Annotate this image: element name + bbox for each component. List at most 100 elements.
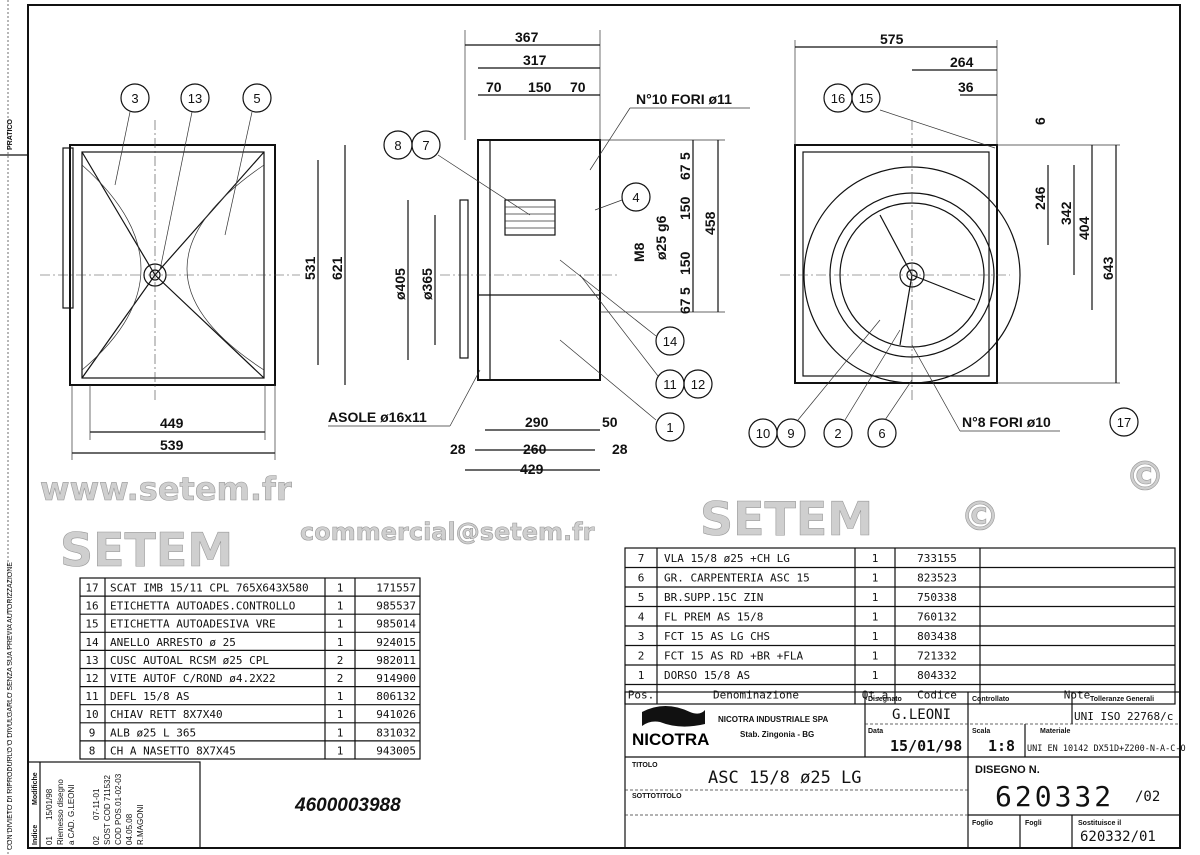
svg-text:Riemesso disegno: Riemesso disegno: [56, 779, 65, 845]
side-view: 367 317 70 150 70 ø405 ø365 290 260 429 …: [328, 29, 750, 477]
svg-text:R.MAGONI: R.MAGONI: [136, 805, 145, 845]
svg-text:Disegnato: Disegnato: [868, 696, 902, 703]
cell-code: 982011: [376, 654, 416, 667]
dim-label: 531: [302, 256, 318, 280]
svg-text:14: 14: [663, 334, 677, 349]
cell-code: 985537: [376, 600, 416, 613]
dim-label: 5: [677, 287, 693, 295]
balloon: 5: [242, 83, 272, 113]
revisions-block: Indice Modifiche: [27, 761, 201, 849]
cell-pos: 14: [85, 636, 99, 649]
cell-qty: 1: [872, 650, 879, 663]
cell-qty: 1: [872, 669, 879, 682]
balloon: 17: [1109, 407, 1139, 437]
dim-label: 246: [1032, 186, 1048, 210]
cell-qty: 1: [872, 591, 879, 604]
part-number: 4600003988: [294, 795, 401, 816]
balloon: 15: [851, 83, 881, 113]
dim-label: 150: [528, 79, 552, 95]
cell-pos: 3: [638, 630, 645, 643]
cell-pos: 13: [85, 654, 98, 667]
svg-text:8: 8: [394, 138, 401, 153]
svg-text:Foglio: Foglio: [972, 820, 993, 827]
svg-text:TITOLO: TITOLO: [632, 762, 658, 769]
cell-pos: 5: [638, 591, 645, 604]
dim-label: 575: [880, 31, 904, 47]
balloon: 2: [823, 418, 853, 448]
cell-pos: 1: [638, 669, 645, 682]
svg-text:Scala: Scala: [972, 728, 990, 735]
svg-text:01: 01: [45, 836, 54, 845]
dim-label: 150: [677, 196, 693, 220]
cell-code: 831032: [376, 726, 416, 739]
revision: /02: [1135, 789, 1160, 805]
svg-text:10: 10: [756, 426, 770, 441]
cell-pos: 17: [85, 582, 98, 595]
svg-text:a CAD. G.LEONI: a CAD. G.LEONI: [67, 785, 76, 845]
dim-label: 264: [950, 54, 974, 70]
svg-text:15/01/98: 15/01/98: [45, 788, 54, 820]
dim-label: 28: [450, 441, 466, 457]
watermark-copyright: ©: [960, 494, 1000, 540]
svg-text:Indice: Indice: [32, 825, 39, 845]
svg-text:3: 3: [131, 91, 138, 106]
cell-desc: FCT 15 AS RD +BR +FLA: [664, 650, 803, 663]
dim-label: 6: [1032, 117, 1048, 125]
cell-pos: 10: [85, 708, 98, 721]
cell-code: 943005: [376, 744, 416, 757]
copyright-note: CON DIVIETO DI RIPRODURLO O DIVULGARLO S…: [7, 562, 14, 850]
cell-desc: DEFL 15/8 AS: [110, 690, 189, 703]
cell-code: 721332: [917, 650, 957, 663]
cell-qty: 1: [337, 690, 344, 703]
svg-text:SOST COD 711532: SOST COD 711532: [103, 774, 112, 845]
svg-text:Sostituisce il: Sostituisce il: [1078, 820, 1121, 827]
cell-code: 941026: [376, 708, 416, 721]
cell-desc: ALB ø25 L 365: [110, 726, 196, 739]
dim-label: 5: [677, 152, 693, 160]
svg-text:02: 02: [92, 836, 101, 845]
dim-label: 70: [486, 79, 502, 95]
svg-text:4: 4: [632, 190, 639, 205]
cell-desc: CH A NASETTO 8X7X45: [110, 744, 236, 757]
dim-label: ø365: [419, 268, 435, 300]
tolerance: UNI ISO 22768/c: [1074, 710, 1173, 723]
cell-code: 823523: [917, 572, 957, 585]
cell-desc: CUSC AUTOAL RCSM ø25 CPL: [110, 654, 269, 667]
note-holes: N°8 FORI ø10: [962, 414, 1051, 430]
svg-text:2: 2: [834, 426, 841, 441]
cell-code: 733155: [917, 552, 957, 565]
dim-label: 342: [1058, 201, 1074, 225]
cell-desc: FL PREM AS 15/8: [664, 611, 763, 624]
balloon: 12: [683, 369, 713, 399]
dim-label: M8: [631, 242, 647, 262]
drawing-title: ASC 15/8 ø25 LG: [708, 768, 862, 788]
cell-pos: 8: [89, 744, 96, 757]
dim-label: 404: [1076, 216, 1092, 240]
dim-label: ø25 g6: [653, 215, 669, 260]
balloon: 3: [120, 83, 150, 113]
cell-pos: 7: [638, 552, 645, 565]
svg-text:SOTTOTITOLO: SOTTOTITOLO: [632, 793, 682, 800]
dim-label: 28: [612, 441, 628, 457]
dim-label: 50: [602, 414, 618, 430]
cell-qty: 1: [337, 618, 344, 631]
dim-label: 36: [958, 79, 974, 95]
dim-label: 539: [160, 437, 184, 453]
replaces: 620332/01: [1080, 829, 1156, 845]
dim-label: 67: [677, 164, 693, 180]
